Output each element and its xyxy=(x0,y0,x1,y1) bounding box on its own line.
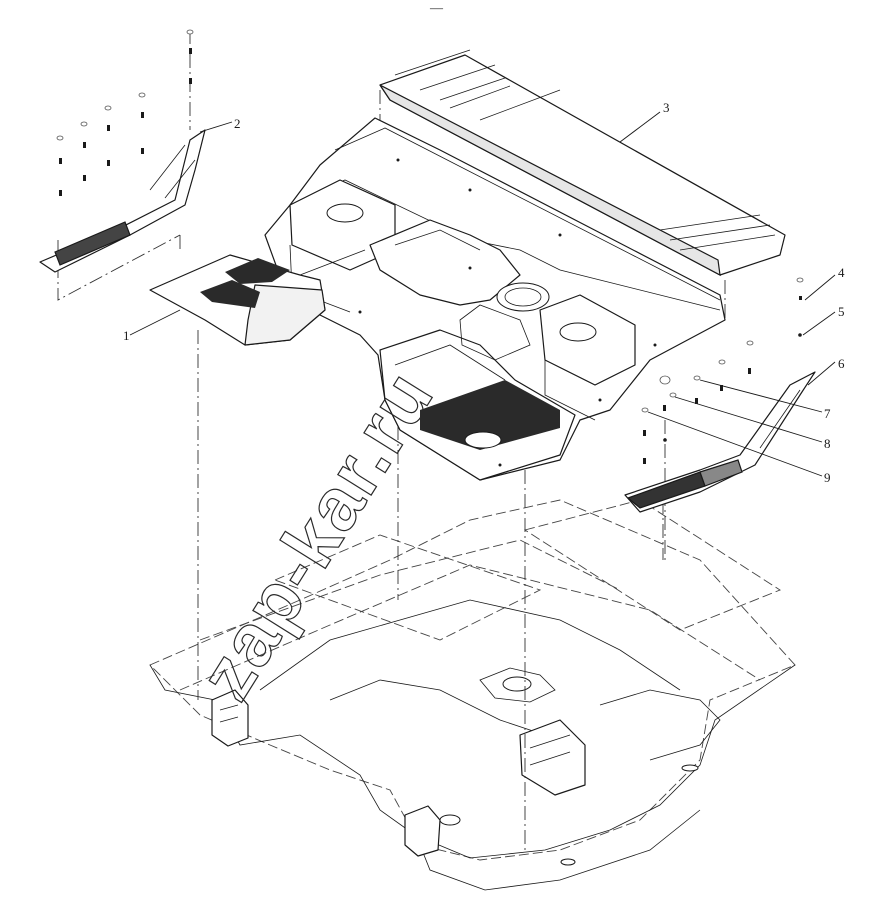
callout-labels: 1 2 3 4 5 6 7 8 9 xyxy=(123,100,845,485)
callout-4: 4 xyxy=(838,265,845,280)
callout-5: 5 xyxy=(838,304,845,319)
callout-7: 7 xyxy=(824,406,831,421)
watermark-text: zap-kar.ru xyxy=(183,356,449,713)
callout-9: 9 xyxy=(824,470,831,485)
right-fasteners xyxy=(641,277,804,464)
part-6-right-sill xyxy=(624,371,816,513)
part-1-left-mat xyxy=(149,249,366,346)
callout-1: 1 xyxy=(123,328,130,343)
part-2-left-sill xyxy=(39,129,206,273)
top-mark: — xyxy=(429,0,444,15)
part-3-rear-floor-cover xyxy=(379,49,786,277)
leader-lines xyxy=(129,111,836,477)
left-fasteners xyxy=(56,29,194,196)
callout-2: 2 xyxy=(234,116,241,131)
callout-6: 6 xyxy=(838,356,845,371)
main-floor-mat xyxy=(264,117,726,481)
body-floor-pan xyxy=(149,499,796,891)
callout-3: 3 xyxy=(663,100,670,115)
callout-8: 8 xyxy=(824,436,831,451)
